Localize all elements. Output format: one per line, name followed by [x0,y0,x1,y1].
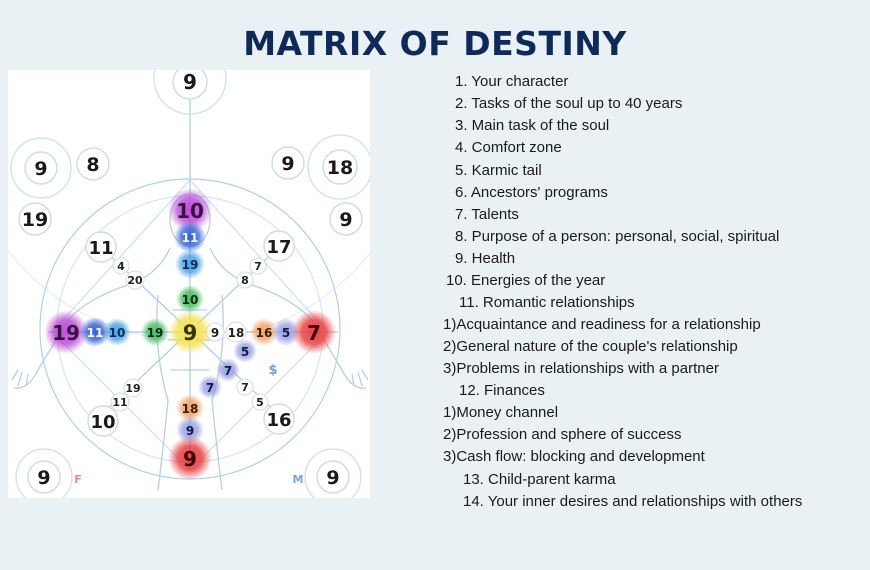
num-right-red: 7 [307,321,321,345]
num-head-blue: 11 [182,231,199,245]
num-center: 9 [183,321,198,345]
num-lower-orange: 18 [182,402,199,416]
num-small-8: 8 [241,274,249,287]
num-left-green: 19 [147,326,164,340]
num-circle-lr: 16 [266,410,291,431]
num-upper-left-inner: 8 [86,154,99,176]
num-small-7a: 7 [254,260,262,273]
num-lower-5b: 5 [256,396,264,409]
num-lower-19: 19 [125,382,140,395]
num-left-outer-purple: 19 [52,321,80,345]
list-item: 1)Money channel [443,404,559,421]
num-upper-left-outer: 9 [34,158,47,180]
num-left-lightblue: 10 [109,326,126,340]
num-left-blue: 11 [87,326,104,340]
square-edge-1 [189,179,329,333]
list-item: 1)Acquaintance and readiness for a relat… [443,316,761,333]
label-m: M [293,473,304,486]
outer-circles: 9 9 8 9 18 19 9 11 17 10 16 9 9 F M [10,41,373,506]
list-item: 1. Your character [455,73,569,90]
list-item: 14. Your inner desires and relationships… [463,493,803,510]
num-bottom-right: 9 [326,467,339,489]
list-item: 6. Ancestors' programs [455,184,608,201]
list-item: 4. Comfort zone [455,139,562,156]
list-item: 8. Purpose of a person: personal, social… [455,228,780,245]
num-left-mid: 19 [22,209,48,231]
list-item: 12. Finances [459,382,545,399]
list-item: 3)Cash flow: blocking and development [443,448,705,465]
num-center-right-a: 9 [211,326,219,340]
list-item: 2)General nature of the couple's relatio… [443,338,738,355]
matrix-diagram: 9 9 8 9 18 19 9 11 17 10 16 9 9 F M 4 [0,0,421,506]
num-lower-5: 5 [241,345,249,359]
num-throat-green: 10 [182,293,199,307]
glow-numbers: 10 11 19 10 19 11 10 19 9 16 5 7 5 7 7 1… [44,188,336,480]
list-item: 9. Health [455,250,516,267]
num-upper-right-outer: 18 [327,157,353,179]
list-item: 3. Main task of the soul [455,117,610,134]
list-item: 10. Energies of the year [446,272,606,289]
num-upper-right-inner: 9 [281,153,294,175]
num-lower-7c: 7 [241,381,249,394]
square-edge-4 [51,179,191,333]
num-head-lightblue: 19 [182,258,199,272]
label-f: F [74,473,82,486]
dollar-icon: $ [268,363,277,378]
list-item: 11. Romantic relationships [459,294,635,311]
num-lower-7a: 7 [224,364,232,378]
num-crown: 10 [176,199,204,223]
num-top: 9 [183,70,197,94]
num-circle-ur: 17 [266,237,291,258]
list-item: 2. Tasks of the soul up to 40 years [455,95,683,112]
num-bottom-left: 9 [37,467,50,489]
num-lower-7b: 7 [206,381,214,395]
num-small-20: 20 [127,274,143,287]
num-right-orange: 16 [256,326,273,340]
num-lower-11: 11 [112,396,127,409]
page-title: MATRIX OF DESTINY [243,24,627,63]
body-silhouette [11,193,369,491]
num-circle-ul: 11 [88,238,113,259]
list-item: 13. Child-parent karma [463,471,616,488]
num-root-red: 9 [183,447,197,471]
matrix-svg: 9 9 8 9 18 19 9 11 17 10 16 9 9 F M 4 [0,0,421,506]
num-small-4: 4 [117,260,125,273]
num-right-mid: 9 [339,209,352,231]
num-right-blue: 5 [282,326,290,340]
small-numbers: 4 20 7 8 9 18 19 11 7 5 $ [110,257,278,412]
num-lower-lavender: 9 [186,424,194,438]
list-item: 5. Karmic tail [455,162,542,179]
num-circle-ll: 10 [90,412,115,433]
num-center-right-b: 18 [228,326,245,340]
list-item: 7. Talents [455,206,519,223]
legend-list: 1. Your character 2. Tasks of the soul u… [0,72,870,522]
list-item: 2)Profession and sphere of success [443,426,682,443]
list-item: 3)Problems in relationships with a partn… [443,360,719,377]
